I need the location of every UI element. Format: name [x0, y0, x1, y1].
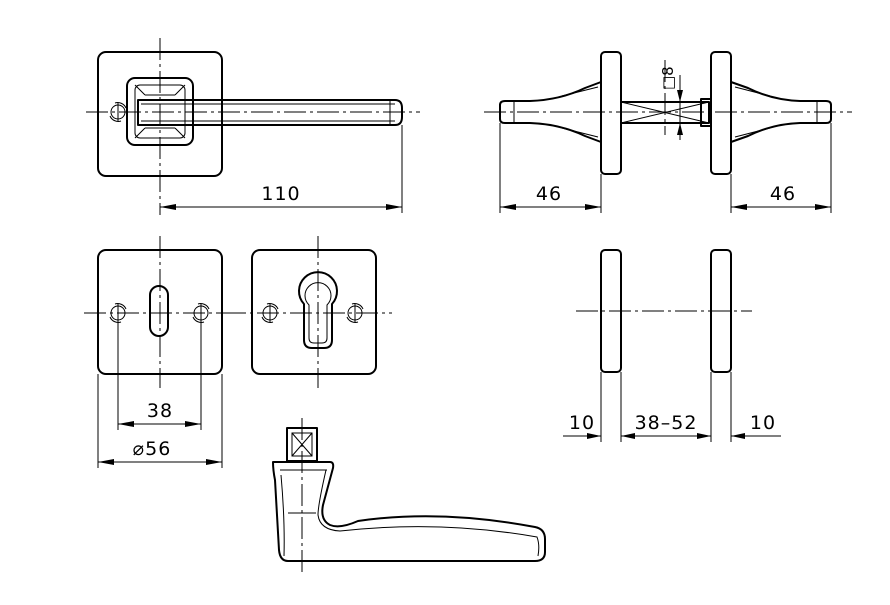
lever-neck-chamfers: [134, 84, 186, 139]
lever-profile-outline: [272, 461, 546, 562]
key-escutcheon-front-view: [84, 236, 236, 388]
roses-side-view: [576, 249, 752, 373]
dimension-spindle-size: □8: [659, 66, 683, 140]
dimension-right-projection: 46: [730, 123, 832, 213]
dimension-left-projection: 46: [499, 123, 602, 213]
cylinder-escutcheon-front-view: [224, 236, 392, 388]
dimension-label-46-right: 46: [770, 183, 796, 205]
dimension-door-thickness: 10 38–52 10: [563, 372, 781, 442]
left-rose-section: [600, 51, 622, 175]
right-rose-section: [710, 51, 732, 175]
lever-side-view: [484, 51, 852, 175]
right-handle-profile: [730, 81, 832, 143]
lever-arm: [137, 99, 403, 126]
keyhole-slot: [149, 285, 169, 337]
dimension-label-10-right: 10: [750, 412, 776, 434]
lever-front-view: [86, 38, 420, 215]
dimension-rose-diameter: ⌀56: [97, 374, 223, 468]
dimension-label-38-52: 38–52: [635, 412, 698, 434]
dimension-label-56: ⌀56: [133, 438, 172, 460]
dimension-lever-length: 110: [160, 125, 403, 213]
cylinder-cutout: [298, 271, 338, 349]
dimension-label-38: 38: [147, 400, 173, 422]
dimension-label-8: □8: [659, 66, 677, 90]
dimension-hole-spacing: 38: [117, 322, 202, 430]
dimension-label-46-left: 46: [536, 183, 562, 205]
dimension-label-110: 110: [261, 183, 300, 205]
dimension-label-10-left: 10: [569, 412, 595, 434]
lever-profile-view: [272, 418, 546, 575]
escutcheon-outline: [251, 249, 377, 375]
